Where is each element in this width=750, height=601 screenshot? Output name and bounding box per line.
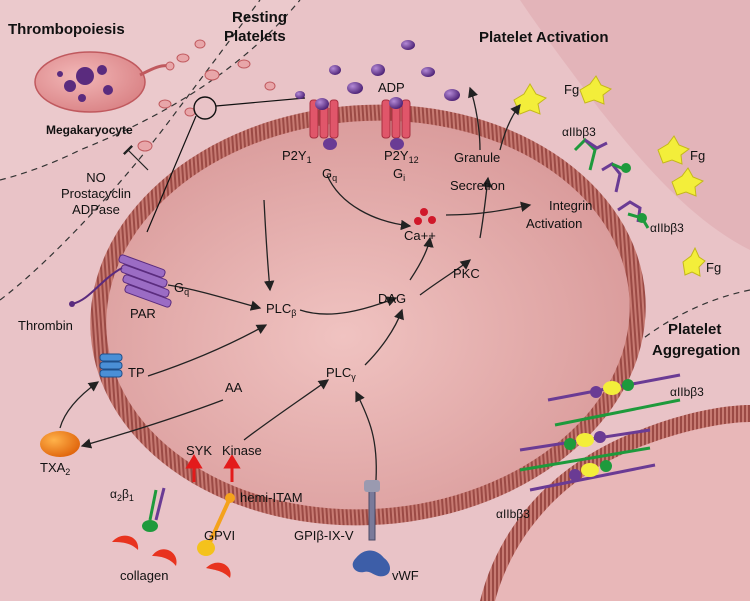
p2y1-receptor <box>309 98 339 150</box>
resting-platelets <box>137 39 276 152</box>
label-granule: Granule <box>454 150 500 165</box>
p2y12-receptor <box>381 97 411 150</box>
label-no: NO <box>86 170 106 185</box>
signaling-arrows <box>59 86 532 481</box>
label-gpvi: GPVI <box>204 528 235 543</box>
vwf-molecule <box>352 550 390 577</box>
label-tp: TP <box>128 365 145 380</box>
label-integrin-agg-bottom: αIIbβ3 <box>496 507 530 521</box>
integrin-bridges-aggregation <box>519 373 681 492</box>
collagen-fibers <box>112 535 231 578</box>
label-ca: Ca++ <box>404 228 436 243</box>
label-integrin-mid: αIIbβ3 <box>650 221 684 235</box>
label-aggregation-1: Platelet <box>668 321 721 338</box>
label-collagen: collagen <box>120 568 168 583</box>
label-megakaryocyte: Megakaryocyte <box>46 123 133 137</box>
label-dag: DAG <box>378 291 406 306</box>
a2b1-integrin <box>142 487 166 532</box>
label-integrin-agg-top: αIIbβ3 <box>670 385 704 399</box>
label-fg-3: Fg <box>706 260 721 275</box>
label-plcg: PLCγ <box>326 365 356 382</box>
label-thrombin: Thrombin <box>18 318 73 333</box>
par-receptor <box>69 254 172 308</box>
label-fg-2: Fg <box>690 148 705 163</box>
label-aggregation-2: Aggregation <box>652 342 740 359</box>
label-vwf: vWF <box>392 568 419 583</box>
label-integrin: Integrin <box>549 198 592 213</box>
label-resting-1: Resting <box>232 9 287 26</box>
label-platelet-activation: Platelet Activation <box>479 29 608 46</box>
tp-receptor <box>99 353 123 378</box>
label-gq-par: Gq <box>174 280 189 297</box>
label-gpib: GPIβ-IX-V <box>294 528 354 543</box>
thrombopoiesis-region <box>0 0 300 180</box>
label-thrombopoiesis: Thrombopoiesis <box>8 21 125 38</box>
label-syk: SYK <box>186 443 212 458</box>
megakaryocyte-cell <box>34 51 175 113</box>
label-secretion: Secretion <box>450 178 505 193</box>
label-kinase: Kinase <box>222 443 262 458</box>
label-aa: AA <box>225 380 243 395</box>
inhibition-line <box>122 144 149 171</box>
calcium-ions <box>414 208 436 225</box>
gpvi-receptor <box>197 493 235 556</box>
integrin-receptors-activated <box>573 137 650 229</box>
label-integrin-top: αIIbβ3 <box>562 125 596 139</box>
zoom-indicator <box>146 96 306 233</box>
label-resting-2: Platelets <box>224 28 286 45</box>
label-a2b1: α2β1 <box>110 487 134 503</box>
label-fg-1: Fg <box>564 82 579 97</box>
label-par: PAR <box>130 306 156 321</box>
label-p2y1: P2Y1 <box>282 148 312 165</box>
gpib-receptor <box>364 480 380 541</box>
label-adpase: ADPase <box>72 202 120 217</box>
label-prostacyclin: Prostacyclin <box>61 186 131 201</box>
adp-molecules <box>295 40 460 101</box>
aggregating-platelet <box>480 405 750 601</box>
txa2-molecule <box>40 431 80 457</box>
label-adp: ADP <box>378 80 405 95</box>
label-plcb: PLCβ <box>266 301 296 318</box>
label-gq-top: Gq <box>322 166 337 183</box>
label-pkc: PKC <box>453 266 480 281</box>
label-hemi-itam: hemi-ITAM <box>240 490 303 505</box>
label-activation: Activation <box>526 216 582 231</box>
label-p2y12: P2Y12 <box>384 148 419 165</box>
dashed-divider-2 <box>0 0 261 301</box>
label-txa2: TXA2 <box>40 460 70 477</box>
label-gi: Gi <box>393 166 405 183</box>
fibrinogen-molecules <box>513 75 706 277</box>
syk-activation-arrows <box>185 454 241 482</box>
labels: Thrombopoiesis Megakaryocyte Resting Pla… <box>8 9 740 583</box>
